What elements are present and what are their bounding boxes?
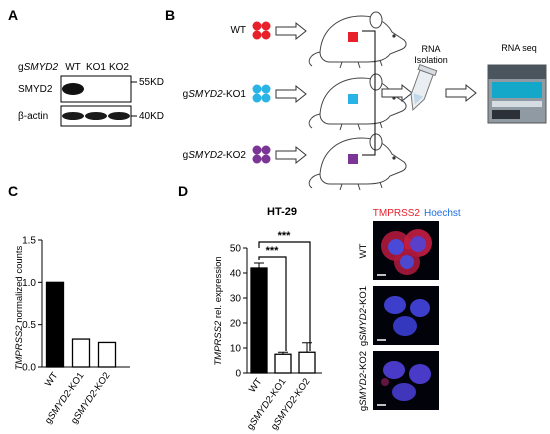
rna-isolation-line1: RNA — [421, 44, 440, 54]
mouse-ko2 — [308, 133, 407, 191]
micrograph-label-ko1: gSMYD2-KO1 — [358, 286, 369, 346]
chart-c-ytick-label: 1.0 — [22, 278, 36, 289]
cell-cluster-ko1 — [252, 84, 271, 103]
chart-c-bar — [97, 341, 117, 368]
chart-c-ytick-label: 0.0 — [22, 363, 36, 374]
chart-d-title: HT-29 — [267, 206, 297, 218]
panel-d: D HT-29 TMPRSS2 rel. expression 0 10 20 30 4… — [178, 183, 461, 432]
chart-c-ytick-label: 1.5 — [22, 236, 36, 247]
micrograph-ko1-suffix: -KO1 — [358, 286, 369, 308]
micrograph-ko2 — [373, 351, 439, 410]
arrow-wt-to-mouse — [275, 22, 307, 40]
chart-d-category-label: WT — [247, 376, 265, 395]
micrograph-ko2-gene: SMYD2 — [358, 372, 369, 405]
chart-d-ytick-label: 0 — [235, 369, 241, 380]
legend-hoechst: Hoechst — [424, 208, 461, 219]
group-label-wt: WT — [230, 25, 246, 36]
group-ko1-gene: SMYD2 — [188, 89, 223, 100]
group-ko1-suffix: -KO1 — [223, 89, 247, 100]
marker-55kd: 55KD — [139, 77, 164, 88]
cell-cluster-ko2 — [252, 145, 271, 164]
sig-bracket-ko1 — [258, 256, 287, 351]
chart-d-ytick-label: 50 — [230, 244, 242, 255]
group-ko1-prefix: g — [183, 89, 189, 100]
tube-icon — [410, 63, 438, 112]
rna-isolation-line2: Isolation — [414, 55, 448, 65]
group-label-ko1: gSMYD2-KO1 — [183, 89, 247, 100]
blot-header-gene: SMYD2 — [24, 62, 59, 73]
panel-c-letter: C — [8, 183, 18, 199]
chart-d-ytick-label: 10 — [230, 344, 242, 355]
collection-bracket — [362, 30, 376, 156]
band-actin-ko1 — [85, 112, 107, 120]
arrow-to-sequencer — [445, 84, 477, 102]
arrow-ko2-to-mouse — [275, 146, 307, 164]
micrograph-label-ko2: gSMYD2-KO2 — [358, 351, 369, 411]
group-wt-suffix: WT — [230, 25, 246, 36]
micrograph-wt-suffix: WT — [358, 243, 369, 258]
panel-b-letter: B — [165, 7, 175, 23]
chart-d-ytick-label: 40 — [230, 269, 242, 280]
chart-c-bar — [45, 281, 65, 368]
chart-c-category-label: WT — [43, 370, 61, 389]
blot-header-prefix: g — [18, 62, 24, 73]
band-smyd2-wt — [62, 83, 84, 95]
panel-b: B WT gSMYD2-KO1 gSMYD2-KO2 — [165, 7, 547, 191]
micrograph-ko2-prefix: g — [358, 406, 369, 411]
micrograph-label-wt: WT — [358, 243, 369, 258]
chart-d-ylabel-gene: TMPRSS2 — [213, 320, 224, 366]
mouse-wt — [308, 11, 407, 69]
chart-d-ylabel-rest: rel. expression — [213, 256, 224, 320]
row-label-smyd2: SMYD2 — [18, 84, 53, 95]
group-ko2-gene: SMYD2 — [188, 150, 223, 161]
chart-d-ytick-label: 20 — [230, 319, 242, 330]
panel-c: C TMPRSS2 normalized counts 0.0 0.5 1.0 1.5… — [8, 183, 130, 426]
micrograph-ko2-suffix: -KO2 — [358, 351, 369, 373]
micrograph-wt — [373, 221, 439, 280]
chart-d-ylabel: TMPRSS2 rel. expression — [213, 256, 224, 365]
cell-cluster-wt — [252, 21, 271, 40]
sig-stars-ko2: *** — [278, 230, 292, 242]
chart-d-bar — [298, 351, 316, 374]
marker-40kd: 40KD — [139, 111, 164, 122]
panel-d-letter: D — [178, 183, 188, 199]
row-label-actin: β-actin — [18, 111, 48, 122]
chart-c-ylabel-rest: normalized counts — [14, 245, 25, 325]
panel-a-letter: A — [8, 7, 18, 23]
lane-label-ko1: KO1 — [86, 62, 106, 73]
sig-bracket-ko2 — [258, 241, 311, 351]
panel-a: A gSMYD2 WT KO1 KO2 SMYD2 β-actin 55KD 4… — [8, 7, 164, 127]
chart-c-ytick-label: 0.5 — [22, 320, 36, 331]
micrograph-ko1-prefix: g — [358, 341, 369, 346]
arrow-ko1-to-mouse — [275, 85, 307, 103]
lane-label-wt: WT — [65, 62, 81, 73]
sequencer-icon — [487, 64, 547, 124]
chart-c-ylabel-gene: TMPRSS2 — [14, 325, 25, 371]
chart-d-ytick-label: 30 — [230, 294, 242, 305]
chart-d-bar — [250, 267, 268, 374]
group-ko2-suffix: -KO2 — [223, 150, 247, 161]
sig-stars-ko1: *** — [266, 245, 280, 257]
micrograph-ko1 — [373, 286, 439, 345]
chart-c-ylabel: TMPRSS2 normalized counts — [14, 245, 25, 370]
blot-header: gSMYD2 — [18, 62, 58, 73]
legend-tmprss2: TMPRSS2 — [373, 208, 421, 219]
chart-c-bar — [71, 338, 91, 368]
rna-seq-label: RNA seq — [501, 43, 537, 53]
lane-label-ko2: KO2 — [109, 62, 129, 73]
band-actin-ko2 — [108, 112, 130, 120]
chart-d-bar — [274, 353, 292, 374]
group-label-ko2: gSMYD2-KO2 — [183, 150, 247, 161]
group-ko2-prefix: g — [183, 150, 189, 161]
band-actin-wt — [62, 112, 84, 120]
micrograph-ko1-gene: SMYD2 — [358, 307, 369, 340]
mouse-ko1 — [308, 73, 407, 131]
